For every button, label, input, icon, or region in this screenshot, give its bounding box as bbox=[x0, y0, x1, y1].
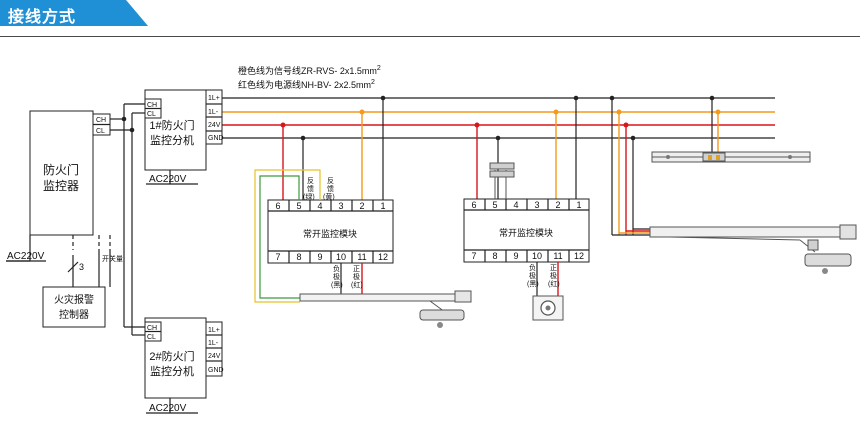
monitor-splitter-1: CH CL 1L+ 1L- 24V GND 1#防火门 监控分机 AC220V bbox=[144, 89, 224, 185]
module2-terminal-5: 5 bbox=[492, 200, 497, 210]
module2-terminal-1: 1 bbox=[576, 200, 581, 210]
splitter2-terminal-24v: 24V bbox=[208, 353, 221, 360]
main-bus bbox=[222, 97, 775, 139]
module1-pos-2: 极 bbox=[353, 272, 360, 281]
module1-feedback-yellow-2: 馈 bbox=[327, 184, 334, 193]
module2-door-sensor: 负 极 (黑) 正 极 (红) bbox=[489, 162, 564, 321]
fire-alarm-controller: 火灾报警 控制器 3 开关量 bbox=[42, 235, 123, 328]
module1-terminal-12: 12 bbox=[378, 252, 388, 262]
module2-terminal-4: 4 bbox=[513, 200, 518, 210]
section-header-tab bbox=[0, 0, 148, 26]
fire-door-controller: 防火门 监控器 CH CL AC220V bbox=[6, 110, 111, 262]
module1-feedback-green-3: (绿) bbox=[303, 192, 315, 201]
right-bus-drops bbox=[609, 95, 721, 236]
module1-terminal-9: 9 bbox=[317, 252, 322, 262]
module2-terminal-3: 3 bbox=[534, 200, 539, 210]
legend-signal-line: 橙色线为信号线ZR-RVS- 2x1.5mm2 bbox=[238, 65, 381, 76]
module1-terminal-5: 5 bbox=[296, 201, 301, 211]
module1-terminal-4: 4 bbox=[317, 201, 322, 211]
section-title: 接线方式 bbox=[8, 9, 77, 26]
module1-pos-3: (红) bbox=[351, 280, 363, 289]
module1-terminal-8: 8 bbox=[296, 252, 301, 262]
module1-terminal-6: 6 bbox=[275, 201, 280, 211]
module1-feedback-green-1: 反 bbox=[307, 176, 314, 185]
splitter2-terminal-cl: CL bbox=[147, 334, 156, 341]
controller-terminal-ch: CH bbox=[96, 117, 106, 124]
module1-feedback-yellow-3: (黄) bbox=[323, 192, 335, 201]
module2-neg-2: 极 bbox=[529, 271, 536, 280]
module2-terminal-7: 7 bbox=[471, 251, 476, 261]
splitter1-terminal-gnd: GND bbox=[208, 135, 224, 142]
splitter2-terminal-ch: CH bbox=[147, 325, 157, 332]
normally-open-module-2: 6 5 4 3 2 1 7 8 9 10 11 12 常开监控模块 bbox=[463, 198, 590, 263]
module1-terminal-7: 7 bbox=[275, 252, 280, 262]
module1-terminal-3: 3 bbox=[338, 201, 343, 211]
splitter1-name-2: 监控分机 bbox=[150, 133, 194, 147]
door-closer-1-body bbox=[419, 309, 465, 321]
module2-terminal-10: 10 bbox=[532, 251, 542, 261]
splitter1-power-label: AC220V bbox=[149, 174, 187, 185]
module1-pos-1: 正 bbox=[353, 265, 360, 273]
module1-neg-3: (黑) bbox=[331, 281, 343, 289]
splitter1-terminal-24v: 24V bbox=[208, 122, 221, 129]
monitor-splitter-2: CH CL 1L+ 1L- 24V GND 2#防火门 监控分机 AC220V bbox=[144, 317, 224, 414]
alarm-wire-count: 3 bbox=[79, 262, 84, 272]
module1-neg-1: 负 bbox=[333, 264, 340, 273]
module1-feedback-wiring: 反 馈 (绿) 反 馈 (黄) 负 极 (黑) 正 极 (红) bbox=[254, 169, 363, 303]
alarm-box bbox=[42, 286, 106, 328]
module2-pos-1: 正 bbox=[550, 264, 557, 272]
splitter2-power-label: AC220V bbox=[149, 403, 187, 414]
door-rail-top bbox=[651, 151, 811, 163]
alarm-name-1: 火灾报警 bbox=[54, 293, 94, 306]
module1-feedback-green-2: 馈 bbox=[307, 184, 314, 193]
normally-open-module-1: 6 5 4 3 2 1 7 8 9 10 11 12 常开监控模块 bbox=[267, 199, 394, 264]
module2-bus-drops bbox=[474, 95, 579, 199]
module2-neg-1: 负 bbox=[529, 263, 536, 272]
module2-title: 常开监控模块 bbox=[499, 227, 553, 238]
alarm-name-2: 控制器 bbox=[59, 308, 89, 321]
controller-splitter-wiring bbox=[110, 103, 145, 336]
module2-terminal-2: 2 bbox=[555, 200, 560, 210]
splitter2-terminal-1lplus: 1L+ bbox=[208, 327, 220, 334]
module2-pos-2: 极 bbox=[550, 271, 557, 280]
splitter2-terminal-1lminus: 1L- bbox=[208, 340, 219, 347]
controller-name-1: 防火门 bbox=[43, 162, 79, 177]
splitter1-terminal-1lplus: 1L+ bbox=[208, 95, 220, 102]
controller-terminal-cl: CL bbox=[96, 128, 105, 135]
module1-terminal-1: 1 bbox=[380, 201, 385, 211]
module1-title: 常开监控模块 bbox=[303, 228, 357, 239]
door-closer-1 bbox=[299, 290, 472, 328]
controller-box bbox=[29, 110, 94, 236]
module1-terminal-10: 10 bbox=[336, 252, 346, 262]
section-header: 接线方式 bbox=[0, 0, 860, 38]
splitter1-terminal-cl: CL bbox=[147, 111, 156, 118]
module2-neg-3: (黑) bbox=[527, 280, 539, 288]
controller-power-label: AC220V bbox=[7, 251, 45, 262]
splitter1-terminal-ch: CH bbox=[147, 102, 157, 109]
splitter1-terminal-1lminus: 1L- bbox=[208, 109, 219, 116]
controller-name-2: 监控器 bbox=[43, 179, 79, 193]
module2-terminal-12: 12 bbox=[574, 251, 584, 261]
module1-terminal-2: 2 bbox=[359, 201, 364, 211]
splitter1-name-1: 1#防火门 bbox=[149, 118, 194, 132]
module2-pos-3: (红) bbox=[548, 279, 560, 288]
module2-terminal-6: 6 bbox=[471, 200, 476, 210]
door-closer-1-arm bbox=[299, 293, 471, 302]
module2-terminal-8: 8 bbox=[492, 251, 497, 261]
module1-feedback-yellow-1: 反 bbox=[327, 176, 334, 185]
alarm-switch-label: 开关量 bbox=[102, 254, 123, 263]
legend-power-line: 红色线为电源线NH-BV- 2x2.5mm2 bbox=[238, 79, 375, 90]
splitter2-terminal-gnd: GND bbox=[208, 367, 224, 374]
door-closer-long bbox=[649, 224, 857, 274]
splitter2-name-2: 监控分机 bbox=[150, 364, 194, 378]
module2-terminal-9: 9 bbox=[513, 251, 518, 261]
splitter2-name-1: 2#防火门 bbox=[149, 349, 194, 363]
module1-terminal-11: 11 bbox=[357, 252, 366, 262]
module2-terminal-11: 11 bbox=[553, 251, 562, 261]
module1-neg-2: 极 bbox=[333, 272, 340, 281]
module1-bus-drops bbox=[280, 95, 386, 200]
header-divider bbox=[0, 36, 860, 37]
